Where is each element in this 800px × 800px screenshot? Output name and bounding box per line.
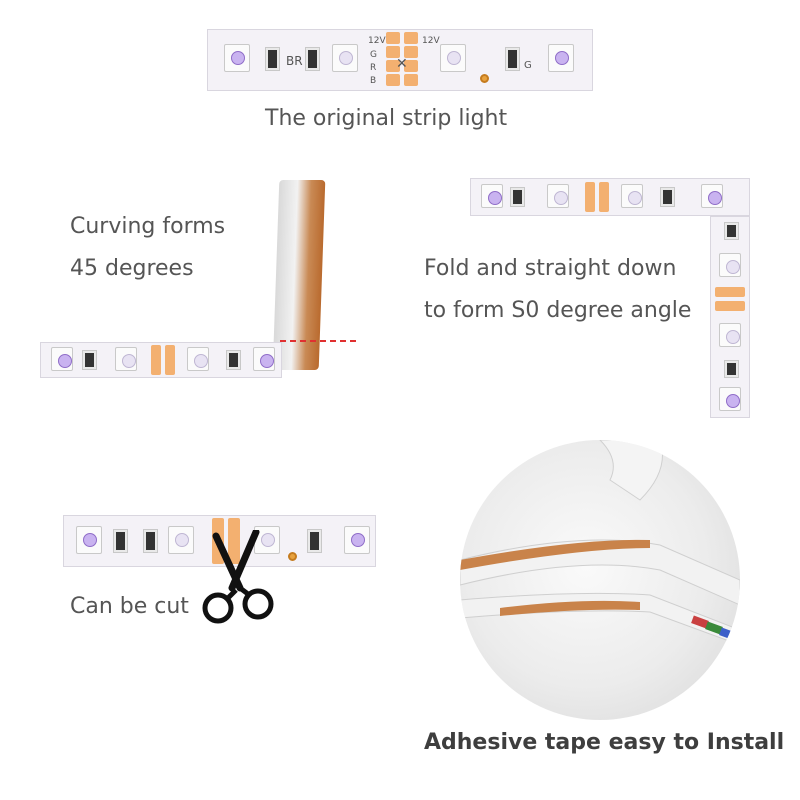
led-chip (547, 184, 569, 208)
fold-strip-horizontal (470, 178, 750, 216)
original-strip-light: BR 12V G R B ✕ 12V G (207, 29, 593, 91)
fold-strip-vertical (710, 216, 750, 418)
tape-illustration (460, 440, 740, 646)
solder-pad (228, 518, 240, 564)
led-chip (115, 347, 137, 371)
caption-cut: Can be cut (70, 594, 189, 619)
solder-dot (480, 74, 489, 83)
resistor (265, 47, 280, 71)
dashed-fold-line (280, 340, 358, 342)
led-chip (76, 526, 102, 554)
solder-pad (386, 46, 400, 58)
led-chip (332, 44, 358, 72)
resistor (113, 529, 128, 553)
cut-marker-icon: ✕ (396, 56, 408, 72)
strip-label-r: R (370, 63, 377, 73)
strip-label-br: BR (286, 54, 303, 68)
solder-pad (715, 301, 745, 311)
curving-strip-light (40, 342, 282, 378)
caption-original: The original strip light (265, 106, 508, 131)
strip-label-voltage: 12V (422, 36, 440, 46)
solder-pad (404, 32, 418, 44)
strip-label-voltage: 12V (368, 36, 386, 46)
led-chip (187, 347, 209, 371)
solder-pad (386, 32, 400, 44)
resistor (143, 529, 158, 553)
led-chip (253, 347, 275, 371)
led-chip (719, 323, 741, 347)
resistor (510, 187, 525, 207)
solder-pad (585, 182, 595, 212)
strip-label-g2: G (524, 60, 532, 71)
resistor (82, 350, 97, 370)
resistor (660, 187, 675, 207)
led-chip (481, 184, 503, 208)
resistor (226, 350, 241, 370)
solder-pad (715, 287, 745, 297)
led-chip (719, 387, 741, 411)
led-chip (224, 44, 250, 72)
scissors-icon (202, 530, 274, 624)
caption-fold-line2: to form S0 degree angle (424, 298, 692, 323)
led-chip (621, 184, 643, 208)
resistor (724, 360, 739, 378)
caption-curving-line2: 45 degrees (70, 256, 194, 281)
resistor (505, 47, 520, 71)
solder-pad (165, 345, 175, 375)
led-chip (719, 253, 741, 277)
solder-pad (599, 182, 609, 212)
led-chip (548, 44, 574, 72)
led-chip (51, 347, 73, 371)
led-chip (168, 526, 194, 554)
solder-pad (404, 46, 418, 58)
strip-label-b: B (370, 76, 377, 86)
led-chip (254, 526, 280, 554)
resistor (724, 222, 739, 240)
led-chip (701, 184, 723, 208)
solder-pad (386, 74, 400, 86)
caption-curving-line1: Curving forms (70, 214, 226, 239)
adhesive-tape-photo (460, 440, 740, 720)
strip-label-g: G (370, 50, 377, 60)
solder-pad (151, 345, 161, 375)
solder-pad (386, 60, 400, 72)
caption-fold-line1: Fold and straight down (424, 256, 677, 281)
solder-pad (404, 60, 418, 72)
resistor (307, 529, 322, 553)
caption-adhesive: Adhesive tape easy to Install (424, 730, 785, 755)
solder-dot (288, 552, 297, 561)
resistor (305, 47, 320, 71)
led-chip (440, 44, 466, 72)
solder-pad (404, 74, 418, 86)
led-chip (344, 526, 370, 554)
